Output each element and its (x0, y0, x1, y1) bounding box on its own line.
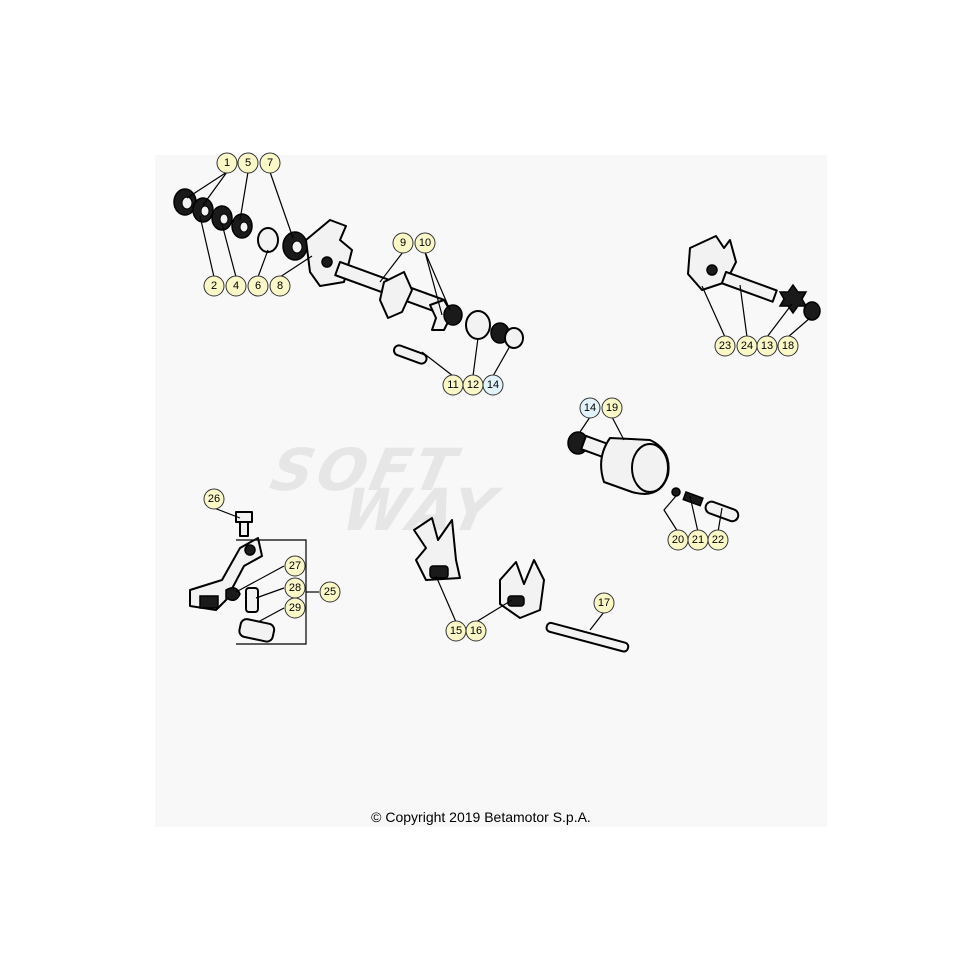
shift-shaft-assembly (173, 188, 524, 365)
fork-15-pin (429, 565, 449, 579)
svg-text:7: 7 (267, 157, 273, 169)
svg-text:11: 11 (447, 379, 458, 391)
svg-text:17: 17 (598, 597, 610, 609)
callout-20: 20 (667, 529, 689, 551)
callout-24: 24 (736, 335, 758, 357)
callout-8: 8 (269, 275, 291, 297)
plate-hole (321, 256, 333, 268)
svg-text:22: 22 (712, 534, 724, 546)
callout-22: 22 (707, 529, 729, 551)
svg-text:16: 16 (470, 625, 482, 637)
svg-text:15: 15 (450, 625, 462, 637)
callout-4: 4 (225, 275, 247, 297)
svg-text:18: 18 (782, 340, 794, 352)
washer-4 (211, 205, 233, 231)
callout-1: 1 (216, 152, 238, 174)
nut-18 (803, 301, 821, 321)
svg-text:1: 1 (224, 157, 230, 169)
svg-text:29: 29 (289, 602, 301, 614)
shift-drum-assembly (567, 431, 740, 523)
callout-13: 13 (756, 335, 778, 357)
bushing-6 (257, 227, 279, 253)
pedal-clamp (199, 595, 219, 609)
seal-7 (282, 231, 308, 261)
leader-lines (186, 171, 811, 631)
svg-text:28: 28 (289, 582, 301, 594)
svg-text:8: 8 (277, 280, 283, 292)
svg-text:26: 26 (208, 493, 220, 505)
shift-forks (413, 517, 630, 653)
selector-assembly (687, 235, 821, 321)
svg-text:2: 2 (211, 280, 217, 292)
callout-19: 19 (601, 397, 623, 419)
callout-7: 7 (259, 152, 281, 174)
svg-text:14: 14 (487, 379, 499, 391)
callout-10: 10 (414, 232, 436, 254)
callout-11: 11 (442, 374, 464, 396)
pin-28 (245, 587, 259, 613)
spring-5 (231, 213, 253, 239)
svg-text:24: 24 (741, 340, 753, 352)
drum-end-face (631, 443, 669, 493)
washer-2 (192, 197, 214, 223)
callout-18: 18 (777, 335, 799, 357)
washer-14 (504, 327, 524, 349)
fork-16-pin (507, 595, 525, 607)
fork-rod-17 (545, 621, 630, 653)
svg-text:23: 23 (719, 340, 731, 352)
gear-pedal-assembly (189, 511, 307, 645)
pin-11 (392, 344, 428, 365)
callout-2: 2 (203, 275, 225, 297)
nut-10 (443, 304, 463, 326)
watermark-line-1: SOFT (265, 437, 466, 504)
callout-17: 17 (593, 592, 615, 614)
copyright-notice: © Copyright 2019 Betamotor S.p.A. (371, 809, 591, 825)
svg-text:9: 9 (400, 237, 406, 249)
pedal-bolt-26-shank (239, 521, 249, 537)
svg-text:27: 27 (289, 560, 301, 572)
ball-20 (671, 487, 681, 497)
svg-text:13: 13 (761, 340, 773, 352)
svg-text:4: 4 (233, 280, 239, 292)
callout-5: 5 (237, 152, 259, 174)
svg-text:21: 21 (692, 534, 704, 546)
svg-text:6: 6 (255, 280, 261, 292)
callout-25: 25 (319, 581, 341, 603)
callout-9: 9 (392, 232, 414, 254)
washer-12 (465, 310, 491, 340)
callout-23: 23 (714, 335, 736, 357)
callout-14-a: 14 (482, 374, 504, 396)
callout-26: 26 (203, 488, 225, 510)
callout-16: 16 (465, 620, 487, 642)
callout-28: 28 (284, 577, 306, 599)
callout-21: 21 (687, 529, 709, 551)
pedal-pivot-hole (244, 544, 256, 556)
callout-15: 15 (445, 620, 467, 642)
spring-27 (225, 587, 241, 601)
svg-text:19: 19 (606, 402, 618, 414)
shift-pawl-9 (379, 271, 413, 319)
callout-14-b: 14 (579, 397, 601, 419)
lever-hole (706, 264, 718, 276)
callout-29: 29 (284, 597, 306, 619)
svg-text:14: 14 (584, 402, 596, 414)
callout-6: 6 (247, 275, 269, 297)
svg-text:25: 25 (324, 586, 336, 598)
svg-text:20: 20 (672, 534, 684, 546)
selector-shaft-24 (720, 270, 778, 303)
svg-text:5: 5 (245, 157, 251, 169)
callouts: 1 5 7 2 4 6 8 9 10 11 12 14 23 24 13 18 … (203, 152, 799, 642)
shift-fork-15 (413, 517, 461, 581)
callout-12: 12 (462, 374, 484, 396)
watermark: SOFT WAY (265, 437, 506, 544)
callout-27: 27 (284, 555, 306, 577)
star-gear-13 (778, 283, 808, 315)
svg-text:10: 10 (419, 237, 431, 249)
svg-text:12: 12 (467, 379, 479, 391)
